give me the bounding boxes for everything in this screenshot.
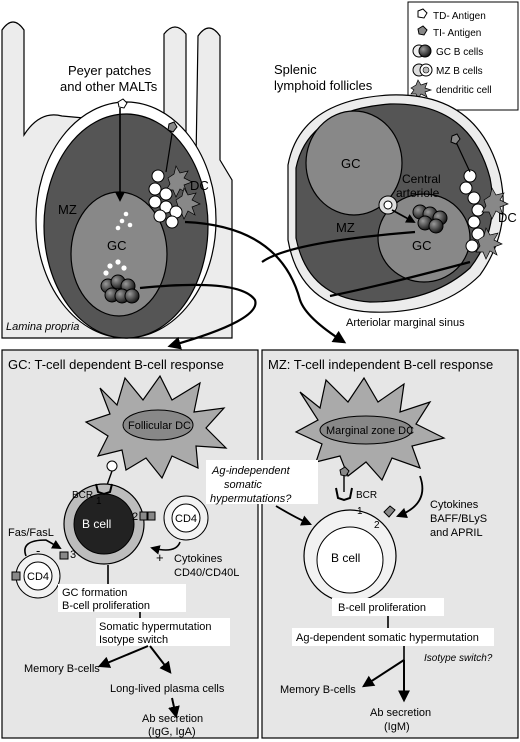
minus-sign: - xyxy=(36,543,40,558)
td-antigen-icon xyxy=(417,8,428,19)
gc-b-cells-right xyxy=(412,204,448,234)
central-label: Central xyxy=(402,172,441,186)
peyer-patch-tissue: Peyer patches and other MALTs MZ GC DC L… xyxy=(1,21,233,339)
legend-mz-b-cells: MZ B cells xyxy=(436,66,483,77)
legend-gc-b-cells: GC B cells xyxy=(436,47,483,58)
bcr-label-gc: BCR xyxy=(72,490,93,501)
ag-independent-line1: Ag-independent xyxy=(211,465,291,477)
site-3-gc: 3 xyxy=(70,549,76,561)
mz-panel-title: MZ: T-cell independent B-cell response xyxy=(268,357,493,372)
bcr-label-mz: BCR xyxy=(356,490,377,501)
memory-b-cells-mz: Memory B-cells xyxy=(280,684,356,696)
cd40-label: CD40/CD40L xyxy=(174,567,239,579)
gc-b-cells-left xyxy=(100,274,140,304)
ag-independent-box: Ag-independent somatic hypermutations? xyxy=(206,460,318,526)
b-cell-label-gc: B cell xyxy=(82,517,111,531)
lamina-propria-label: Lamina propria xyxy=(6,321,79,333)
legend: TD- Antigen TI- Antigen GC B cells MZ B … xyxy=(407,1,519,111)
gc-label-right: GC xyxy=(412,238,432,253)
igg-iga-label: (IgG, IgA) xyxy=(148,726,196,738)
gc-formation-label: GC formation xyxy=(62,587,127,599)
b-cell-proliferation-mz-label: B-cell proliferation xyxy=(338,602,426,614)
mz-label-left: MZ xyxy=(58,202,77,217)
splenic-label: Splenic xyxy=(274,62,317,77)
ti-antigen-icon xyxy=(417,25,428,36)
long-lived-plasma-cells: Long-lived plasma cells xyxy=(110,683,225,695)
memory-b-cells-gc: Memory B-cells xyxy=(24,663,100,675)
germinal-center-top-right xyxy=(305,110,403,216)
gc-label-top-right: GC xyxy=(341,156,361,171)
dc-label-right: DC xyxy=(498,210,517,225)
gc-b-cell-icon xyxy=(412,44,432,58)
lymphoid-follicles-label: lymphoid follicles xyxy=(274,78,373,93)
ag-independent-line2: somatic xyxy=(224,479,262,491)
baff-blys-label: BAFF/BLyS xyxy=(430,513,487,525)
ab-secretion-mz: Ab secretion xyxy=(370,707,431,719)
ab-secretion-gc: Ab secretion xyxy=(142,713,203,725)
legend-ti-antigen: TI- Antigen xyxy=(433,28,481,39)
mz-b-cells-right xyxy=(459,169,485,253)
gc-panel-title: GC: T-cell dependent B-cell response xyxy=(8,357,224,372)
ag-independent-line3: hypermutations? xyxy=(210,493,292,505)
isotype-switch-gc-label: Isotype switch xyxy=(99,634,168,646)
cytokines-label-mz: Cytokines xyxy=(430,499,479,511)
site-2-mz: 2 xyxy=(374,520,380,531)
b-cell-label-mz: B cell xyxy=(331,551,360,565)
marginal-zone-dc-label: Marginal zone DC xyxy=(326,425,414,437)
arteriole-label: arteriole xyxy=(396,186,440,200)
mz-b-cell-nucleus xyxy=(316,526,384,594)
peyer-patches-label: Peyer patches xyxy=(68,63,152,78)
cd4-left-label: CD4 xyxy=(27,571,49,583)
gc-antigens-left xyxy=(103,211,133,276)
somatic-hypermutation-gc-label: Somatic hypermutation xyxy=(99,621,212,633)
follicular-dc-nucleus xyxy=(122,409,194,441)
april-label: and APRIL xyxy=(430,527,483,539)
other-malts-label: and other MALTs xyxy=(60,79,158,94)
arteriolar-marginal-sinus-label: Arteriolar marginal sinus xyxy=(346,317,465,329)
crossing-arrows xyxy=(139,220,471,350)
legend-td-antigen: TD- Antigen xyxy=(433,11,486,22)
cytokines-label-gc: Cytokines xyxy=(174,553,223,565)
site-1-mz: 1 xyxy=(357,506,363,517)
cd4-right-label: CD4 xyxy=(175,513,197,525)
igm-label: (IgM) xyxy=(384,721,410,733)
site-2-gc: 2 xyxy=(132,511,138,523)
mz-panel-content: MZ: T-cell independent B-cell response M… xyxy=(268,357,494,733)
germinal-center-left xyxy=(70,191,168,317)
mz-b-cell-icon xyxy=(412,63,433,77)
site-1-gc: 1 xyxy=(96,496,102,507)
mz-b-cells-left xyxy=(148,169,183,229)
legend-dendritic-cell: dendritic cell xyxy=(436,85,492,96)
gc-panel-content: GC: T-cell dependent B-cell response Fol… xyxy=(8,357,239,738)
mz-label-right: MZ xyxy=(336,220,355,235)
isotype-switch-question-label: Isotype switch? xyxy=(424,653,493,664)
follicular-dc-label: Follicular DC xyxy=(128,420,191,432)
plus-sign: + xyxy=(156,550,164,565)
dendritic-cells-right xyxy=(475,187,509,260)
splenic-follicle-tissue: Splenic lymphoid follicles GC Central ar… xyxy=(274,62,517,329)
gc-label-left: GC xyxy=(107,238,127,253)
ag-dependent-hypermutation-label: Ag-dependent somatic hypermutation xyxy=(296,632,479,644)
b-cell-proliferation-gc-label: B-cell proliferation xyxy=(62,600,150,612)
fas-fasl-label: Fas/FasL xyxy=(8,527,54,539)
marginal-zone-dc-nucleus xyxy=(319,415,413,445)
dc-label-left: DC xyxy=(190,178,209,193)
dendritic-cell-icon xyxy=(410,79,433,100)
